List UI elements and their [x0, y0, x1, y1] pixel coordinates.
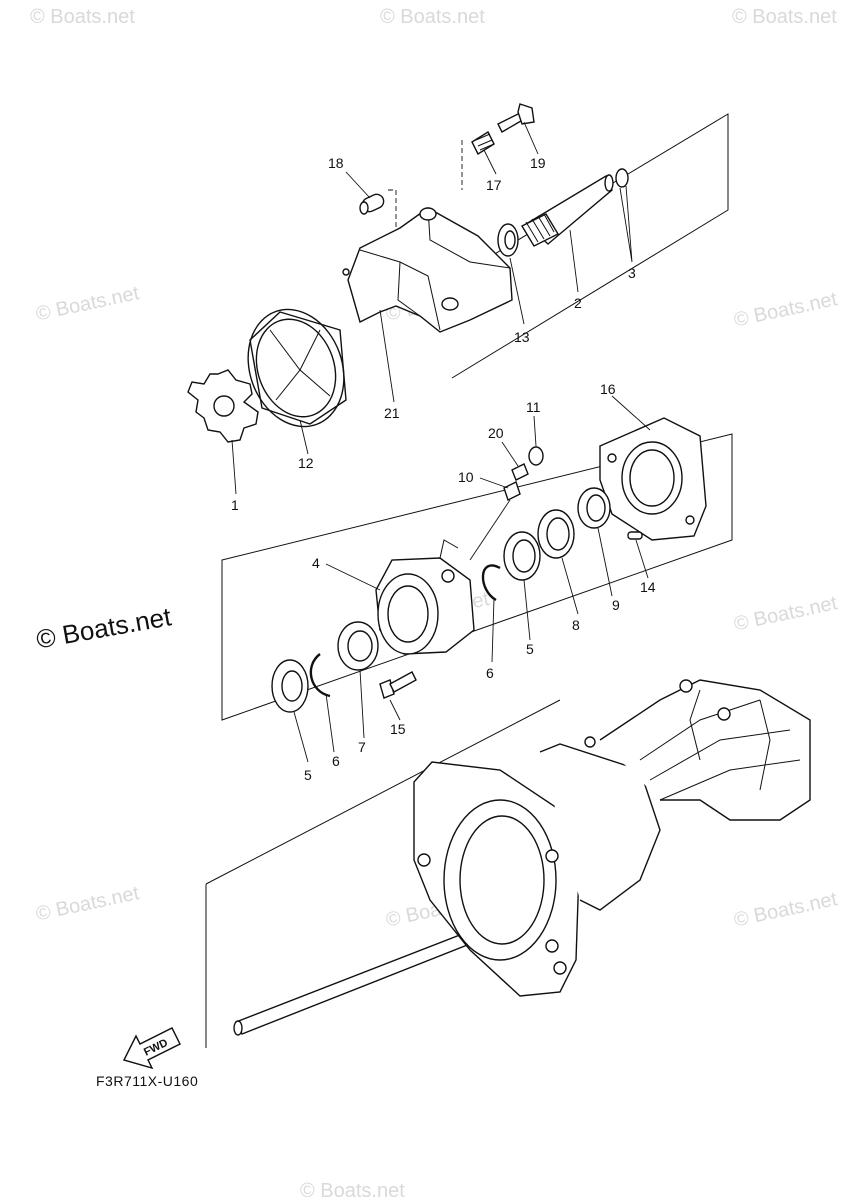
housing-cover-part: [342, 207, 513, 333]
fitting-part: [511, 463, 529, 481]
callout-12: 12: [298, 455, 314, 471]
spring-part: [471, 130, 495, 156]
diagram-code: F3R711X-U160: [96, 1073, 199, 1089]
circlip-part: [481, 564, 501, 602]
o-ring-part: [615, 168, 629, 188]
frame-middle: [221, 433, 733, 721]
callout-21: 21: [384, 405, 400, 421]
impeller-housing-part: [247, 308, 347, 428]
watermark: © Boats.net: [300, 1180, 405, 1202]
damper-part: [187, 369, 259, 443]
callout-18: 18: [328, 155, 344, 171]
oil-seal-part: [271, 659, 309, 713]
bearing-part: [537, 509, 575, 559]
washer-part: [497, 223, 519, 257]
watermark: © Boats.net: [732, 6, 837, 28]
callout-10: 10: [458, 469, 474, 485]
callout-14: 14: [640, 579, 656, 595]
bolt-part: [497, 103, 535, 133]
flange-bolt-part: [379, 671, 417, 699]
oil-seal-part: [577, 487, 611, 529]
callout-11: 11: [526, 399, 541, 415]
cap-part: [528, 446, 544, 466]
callout-1: 1: [231, 497, 239, 513]
watermark: © Boats.net: [30, 6, 135, 28]
bearing-housing-part: [375, 539, 475, 655]
nozzle-housing-part: [599, 417, 707, 541]
callout-17: 17: [486, 177, 502, 193]
callout-3: 3: [628, 265, 636, 281]
callout-15: 15: [390, 721, 406, 737]
dowel-pin-part: [627, 531, 643, 540]
bearing-part: [503, 531, 541, 581]
callout-9: 9: [612, 597, 620, 613]
drive-shaft-part: [521, 174, 614, 247]
circlip-part: [309, 653, 331, 698]
frame-dash-top: [388, 140, 463, 230]
fwd-arrow-icon: FWD: [122, 1027, 181, 1070]
callout-6: 6: [486, 665, 494, 681]
watermark: © Boats.net: [380, 6, 485, 28]
frame-bottom: [205, 699, 561, 1048]
callout-2: 2: [574, 295, 582, 311]
bearing-part: [337, 621, 379, 671]
leader-lines: [231, 121, 651, 763]
callout-16: 16: [600, 381, 616, 397]
jet-pump-housing-part: [413, 679, 811, 997]
callout-5: 5: [304, 767, 312, 783]
callout-4: 4: [312, 555, 320, 571]
callout-8: 8: [572, 617, 580, 633]
pin-part: [359, 193, 385, 215]
nipple-part: [503, 481, 521, 501]
callout-7: 7: [358, 739, 366, 755]
callout-13: 13: [514, 329, 530, 345]
callout-19: 19: [530, 155, 546, 171]
callout-6: 6: [332, 753, 340, 769]
frame-top: [447, 113, 729, 379]
callout-5: 5: [526, 641, 534, 657]
callout-20: 20: [488, 425, 504, 441]
